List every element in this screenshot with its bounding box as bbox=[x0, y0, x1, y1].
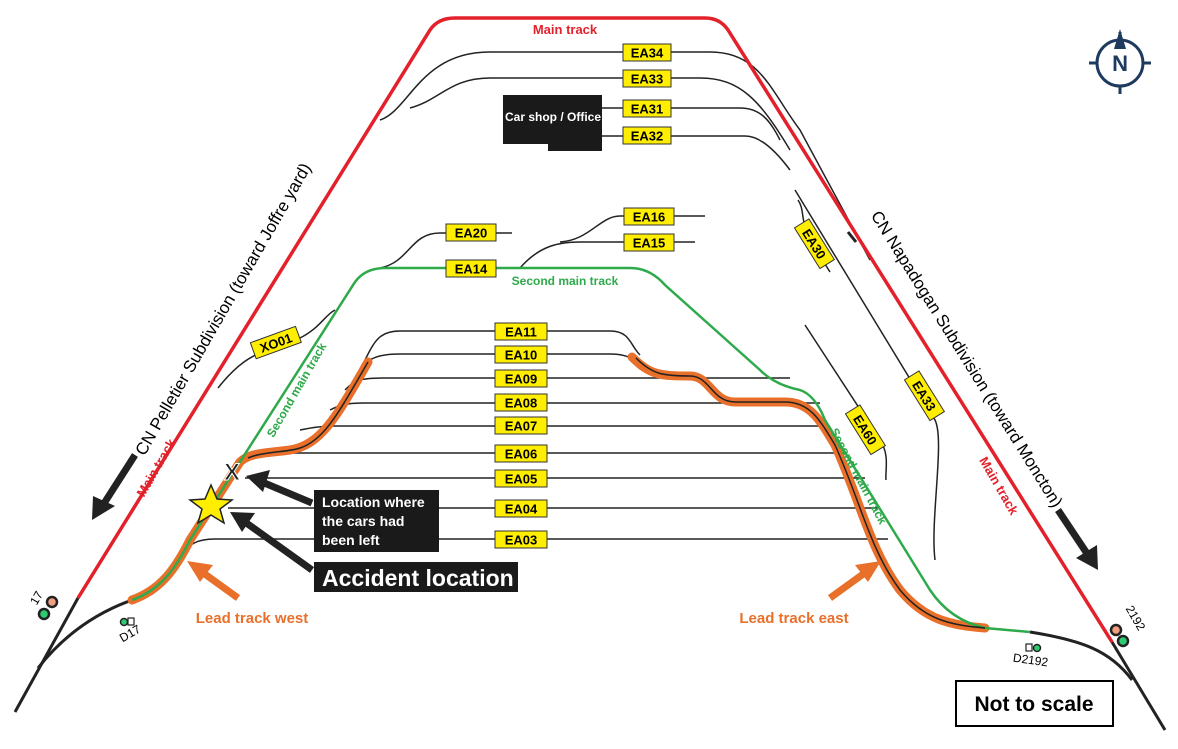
callout-arrow-accident bbox=[230, 512, 315, 573]
label-xo01: XO01 bbox=[249, 325, 302, 360]
svg-text:EA07: EA07 bbox=[505, 419, 538, 434]
svg-text:Location where: Location where bbox=[322, 494, 425, 510]
label-ea31: EA31 bbox=[622, 99, 672, 118]
svg-text:Accident location: Accident location bbox=[322, 565, 514, 591]
second-main-label-left: Second main track bbox=[264, 340, 330, 440]
label-ea33-east: EA33 bbox=[903, 370, 946, 422]
accident-star-icon bbox=[187, 483, 235, 525]
subdivision-east-label: CN Napadogan Subdivision (toward Moncton… bbox=[867, 207, 1066, 510]
label-ea34: EA34 bbox=[622, 43, 672, 62]
signal-2192: 2192 bbox=[1109, 603, 1149, 648]
label-ea08: EA08 bbox=[494, 393, 548, 412]
svg-text:Car shop / Office: Car shop / Office bbox=[505, 110, 601, 124]
label-ea11: EA11 bbox=[494, 322, 548, 341]
svg-text:EA04: EA04 bbox=[505, 502, 538, 517]
svg-text:D2192: D2192 bbox=[1012, 651, 1049, 670]
label-ea05: EA05 bbox=[494, 469, 548, 488]
svg-text:EA09: EA09 bbox=[505, 372, 538, 387]
label-ea07: EA07 bbox=[494, 416, 548, 435]
svg-text:EA14: EA14 bbox=[455, 262, 488, 277]
svg-text:17: 17 bbox=[27, 588, 46, 607]
svg-text:EA11: EA11 bbox=[505, 325, 537, 340]
svg-text:2192: 2192 bbox=[1123, 603, 1149, 633]
svg-text:EA16: EA16 bbox=[633, 210, 666, 225]
svg-text:EA32: EA32 bbox=[631, 129, 664, 144]
main-track bbox=[76, 16, 1114, 643]
label-ea16: EA16 bbox=[623, 207, 675, 226]
label-ea32: EA32 bbox=[622, 126, 672, 145]
main-track-label-top: Main track bbox=[533, 22, 598, 37]
lead-east-arrow bbox=[827, 561, 881, 601]
svg-text:D17: D17 bbox=[117, 622, 143, 645]
label-ea03: EA03 bbox=[494, 530, 548, 549]
label-ea09: EA09 bbox=[494, 369, 548, 388]
lead-tracks bbox=[127, 352, 990, 633]
svg-text:Not to scale: Not to scale bbox=[974, 693, 1093, 716]
second-main-label-top: Second main track bbox=[512, 274, 619, 288]
car-shop-building: Car shop / Office bbox=[503, 95, 602, 151]
lead-west-label: Lead track west bbox=[196, 610, 309, 627]
signal-d17: D17 bbox=[117, 617, 143, 645]
svg-text:EA33: EA33 bbox=[631, 72, 664, 87]
svg-text:EA34: EA34 bbox=[631, 46, 664, 61]
label-ea15: EA15 bbox=[623, 233, 675, 252]
svg-text:EA08: EA08 bbox=[505, 396, 538, 411]
not-to-scale-box: Not to scale bbox=[955, 680, 1114, 727]
label-ea06: EA06 bbox=[494, 444, 548, 463]
svg-text:EA06: EA06 bbox=[505, 447, 538, 462]
lead-west-arrow bbox=[187, 561, 241, 601]
svg-text:EA03: EA03 bbox=[505, 533, 538, 548]
cars-left-x-marker: X bbox=[224, 459, 240, 486]
svg-text:the cars had: the cars had bbox=[322, 513, 404, 529]
direction-arrow-east bbox=[1055, 508, 1098, 570]
signal-17: 17 bbox=[27, 588, 59, 621]
direction-arrow-west bbox=[92, 453, 138, 520]
label-ea04: EA04 bbox=[494, 499, 548, 518]
callout-accident: Accident location bbox=[314, 562, 518, 592]
svg-text:EA10: EA10 bbox=[505, 348, 538, 363]
signal-d2192: D2192 bbox=[1012, 643, 1049, 670]
callout-arrow-cars-left bbox=[246, 470, 314, 507]
label-ea33: EA33 bbox=[622, 69, 672, 88]
svg-text:EA20: EA20 bbox=[455, 226, 488, 241]
label-ea14: EA14 bbox=[445, 259, 497, 278]
compass-north-icon: N bbox=[1089, 29, 1151, 94]
label-ea10: EA10 bbox=[494, 345, 548, 364]
svg-text:EA15: EA15 bbox=[633, 236, 666, 251]
callout-cars-left: Location where the cars had been left bbox=[314, 490, 439, 552]
svg-text:EA31: EA31 bbox=[631, 102, 664, 117]
svg-text:been left: been left bbox=[322, 532, 380, 548]
svg-text:EA05: EA05 bbox=[505, 472, 538, 487]
svg-text:N: N bbox=[1112, 51, 1128, 76]
track-labels: EA34 EA33 EA31 EA32 EA20 EA14 EA16 EA15 … bbox=[249, 43, 946, 549]
lead-track-rails bbox=[247, 357, 986, 629]
label-ea20: EA20 bbox=[445, 223, 497, 242]
lead-east-label: Lead track east bbox=[739, 610, 848, 627]
second-main-track bbox=[131, 266, 1031, 634]
